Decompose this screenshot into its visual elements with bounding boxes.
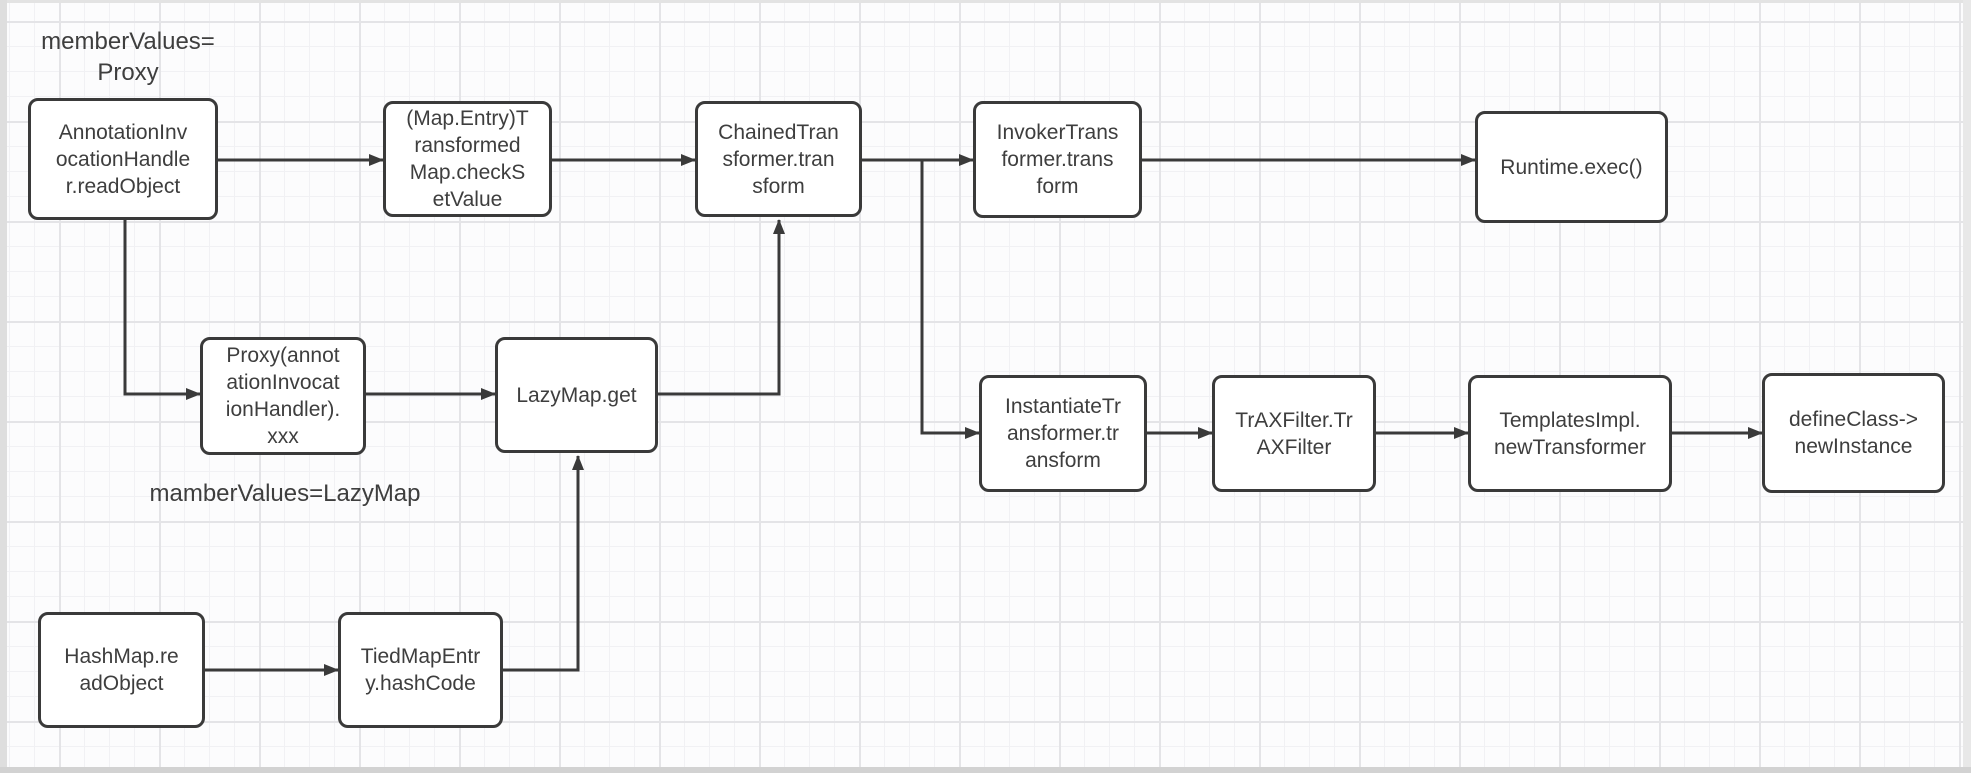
flow-node-proxy-annotation-invocation-handler-xxx[interactable]: Proxy(annot ationInvocat ionHandler). xx…: [200, 337, 366, 455]
flow-node-label: (Map.Entry)T ransformed Map.checkS etVal…: [406, 107, 529, 211]
flow-node-label: TrAXFilter.Tr AXFilter: [1235, 408, 1353, 459]
annotation-mamber-values-lazymap[interactable]: mamberValues=LazyMap: [140, 478, 430, 509]
canvas-frame-top: [0, 0, 1971, 3]
flow-edge-tied-map-entry-hash-code--lazy-map-get[interactable]: [503, 455, 584, 672]
canvas-frame-left: [0, 0, 7, 773]
flow-node-label: ChainedTran sformer.tran sform: [718, 120, 839, 198]
flow-node-label: defineClass-> newInstance: [1789, 408, 1918, 458]
flow-node-annotation-invocation-handler-read-object[interactable]: AnnotationInv ocationHandle r.readObject: [28, 98, 218, 220]
canvas-frame-right: [1963, 0, 1971, 773]
flow-node-label: AnnotationInv ocationHandle r.readObject: [55, 120, 191, 198]
flow-node-chained-transformer-transform[interactable]: ChainedTran sformer.tran sform: [695, 101, 862, 217]
flow-node-templates-impl-new-transformer[interactable]: TemplatesImpl. newTransformer: [1468, 375, 1672, 492]
flow-node-label: Proxy(annot ationInvocat ionHandler). xx…: [225, 344, 341, 448]
flow-node-label: Runtime.exec(): [1500, 155, 1643, 179]
flow-node-lazy-map-get[interactable]: LazyMap.get: [495, 337, 658, 453]
flow-edge-annotation-invocation-handler-read-object--proxy-annotation-invocation-handler-xxx[interactable]: [123, 220, 201, 400]
flow-node-tied-map-entry-hash-code[interactable]: TiedMapEntr y.hashCode: [338, 612, 503, 728]
annotation-member-values-proxy[interactable]: memberValues= Proxy: [33, 26, 223, 88]
flow-node-label: LazyMap.get: [516, 383, 637, 407]
flow-edge-lazy-map-get--chained-transformer-transform[interactable]: [658, 219, 785, 396]
flow-node-label: InvokerTrans former.trans form: [996, 121, 1119, 198]
flow-node-trax-filter-trax-filter[interactable]: TrAXFilter.Tr AXFilter: [1212, 375, 1376, 492]
flow-node-transformed-map-check-set-value[interactable]: (Map.Entry)T ransformed Map.checkS etVal…: [383, 101, 552, 217]
flow-node-hash-map-read-object[interactable]: HashMap.re adObject: [38, 612, 205, 728]
flow-edge-chained-transformer-transform--instantiate-transformer-transform[interactable]: [920, 160, 980, 439]
flow-node-define-class-new-instance[interactable]: defineClass-> newInstance: [1762, 373, 1945, 493]
flow-node-label: InstantiateTr ansformer.tr ansform: [1005, 395, 1121, 472]
flow-node-runtime-exec[interactable]: Runtime.exec(): [1475, 111, 1668, 223]
flow-node-label: TemplatesImpl. newTransformer: [1493, 408, 1647, 459]
canvas-frame-bottom: [0, 767, 1971, 773]
flow-node-invoker-transformer-transform[interactable]: InvokerTrans former.trans form: [973, 101, 1142, 218]
flow-node-instantiate-transformer-transform[interactable]: InstantiateTr ansformer.tr ansform: [979, 375, 1147, 492]
flow-node-label: TiedMapEntr y.hashCode: [360, 645, 481, 695]
annotation-label: mamberValues=LazyMap: [149, 480, 421, 507]
flow-node-label: HashMap.re adObject: [64, 645, 179, 695]
annotation-label: memberValues= Proxy: [41, 28, 215, 86]
